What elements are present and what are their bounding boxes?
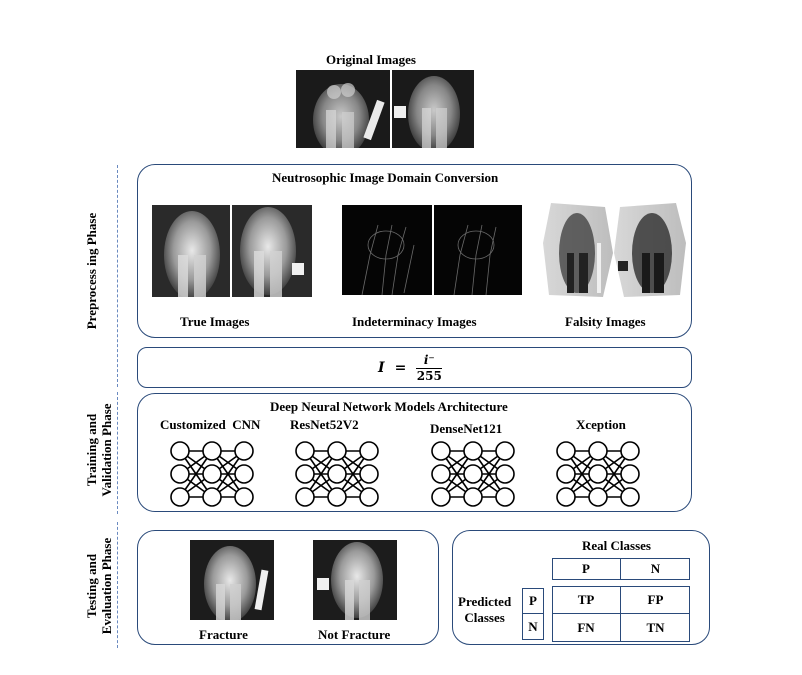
nn-node: [327, 464, 347, 484]
nn-node: [495, 487, 515, 507]
formula-fraction: i⁻ 255: [416, 352, 443, 383]
col-p: P: [552, 558, 621, 580]
nn-node: [620, 487, 640, 507]
nn-node: [295, 441, 315, 461]
indeterminacy-image-2: [434, 205, 522, 295]
falsity-images-label: Falsity Images: [565, 314, 646, 329]
nn-node: [588, 464, 608, 484]
row-n: N: [528, 619, 538, 634]
formula-denominator: 255: [416, 368, 442, 383]
nn-node: [234, 464, 254, 484]
predicted-rows: [522, 588, 544, 640]
confusion-matrix: [552, 586, 690, 642]
cell-tn: TN: [646, 620, 665, 635]
testing-phase-label: Testing and Evaluation Phase: [84, 537, 114, 635]
model-name-resnet: ResNet52V2: [290, 417, 359, 432]
falsity-image-1: [543, 203, 613, 297]
phase-separator-3: [117, 522, 118, 648]
true-image-1: [152, 205, 230, 297]
formula-lhs: I: [378, 360, 385, 376]
nn-node: [295, 464, 315, 484]
cell-fp: FP: [621, 586, 690, 614]
nn-node: [556, 487, 576, 507]
nn-node: [620, 441, 640, 461]
models-title: Deep Neural Network Models Architecture: [270, 399, 508, 414]
fracture-xray: [190, 540, 274, 620]
formula-equals: =: [394, 360, 407, 376]
formula-fraction-bar: [416, 367, 443, 369]
nn-node: [556, 441, 576, 461]
nn-node: [495, 464, 515, 484]
nn-node: [234, 487, 254, 507]
nn-node: [463, 441, 483, 461]
nn-node: [431, 487, 451, 507]
row-p: P: [522, 588, 544, 614]
nn-diagram-xception: [556, 441, 640, 507]
nn-node: [620, 464, 640, 484]
nn-node: [202, 464, 222, 484]
nn-node: [556, 464, 576, 484]
nn-node: [327, 487, 347, 507]
nn-node: [234, 441, 254, 461]
nn-node: [495, 441, 515, 461]
nn-node: [295, 487, 315, 507]
predicted-classes-label: Predicted Classes: [458, 594, 512, 625]
nn-node: [359, 487, 379, 507]
formula-panel: [137, 347, 692, 388]
phase-separator-2: [117, 392, 118, 514]
nn-node: [359, 464, 379, 484]
col-n: N: [650, 561, 661, 576]
original-images-title: Original Images: [326, 52, 416, 67]
cell-fn: FN: [552, 614, 621, 642]
nn-node: [588, 487, 608, 507]
formula-numerator: i⁻: [423, 352, 435, 367]
indeterminacy-images-label: Indeterminacy Images: [352, 314, 477, 329]
true-images-label: True Images: [180, 314, 250, 329]
nn-node: [359, 441, 379, 461]
nn-node: [463, 487, 483, 507]
falsity-image-2: [614, 203, 686, 297]
nn-node: [463, 464, 483, 484]
original-xray-1: [296, 70, 390, 148]
original-xray-2: [392, 70, 474, 148]
confusion-panel: [452, 530, 710, 645]
fracture-label: Fracture: [199, 627, 248, 642]
nn-node: [170, 464, 190, 484]
training-phase-label: Training and Validation Phase: [84, 403, 114, 497]
not-fracture-label: Not Fracture: [318, 627, 391, 642]
models-panel: [137, 393, 692, 512]
phase-separator-1: [117, 165, 118, 387]
model-name-xception: Xception: [576, 417, 626, 432]
model-name-densenet: DenseNet121: [430, 421, 503, 436]
real-classes-label: Real Classes: [582, 538, 651, 553]
nn-node: [170, 441, 190, 461]
cell-tp: TP: [552, 586, 621, 614]
nn-diagram-densenet: [431, 441, 515, 507]
model-name-cnn: Customized CNN: [160, 417, 261, 432]
nn-node: [431, 464, 451, 484]
nn-node: [588, 441, 608, 461]
nn-node: [327, 441, 347, 461]
nn-node: [431, 441, 451, 461]
testing-panel: [137, 530, 439, 645]
nn-node: [170, 487, 190, 507]
nn-diagram-resnet: [295, 441, 379, 507]
indeterminacy-image-1: [342, 205, 432, 295]
neutrosophic-panel: [137, 164, 692, 338]
neutrosophic-title: Neutrosophic Image Domain Conversion: [272, 170, 499, 185]
nn-node: [202, 441, 222, 461]
nn-node: [202, 487, 222, 507]
formula: I = i⁻ 255: [378, 350, 443, 386]
not-fracture-xray: [313, 540, 397, 620]
preprocessing-phase-label: Preprocess ing Phase: [84, 212, 99, 330]
true-image-2: [232, 205, 312, 297]
real-classes-header: [552, 558, 690, 580]
nn-diagram-cnn: [170, 441, 254, 507]
